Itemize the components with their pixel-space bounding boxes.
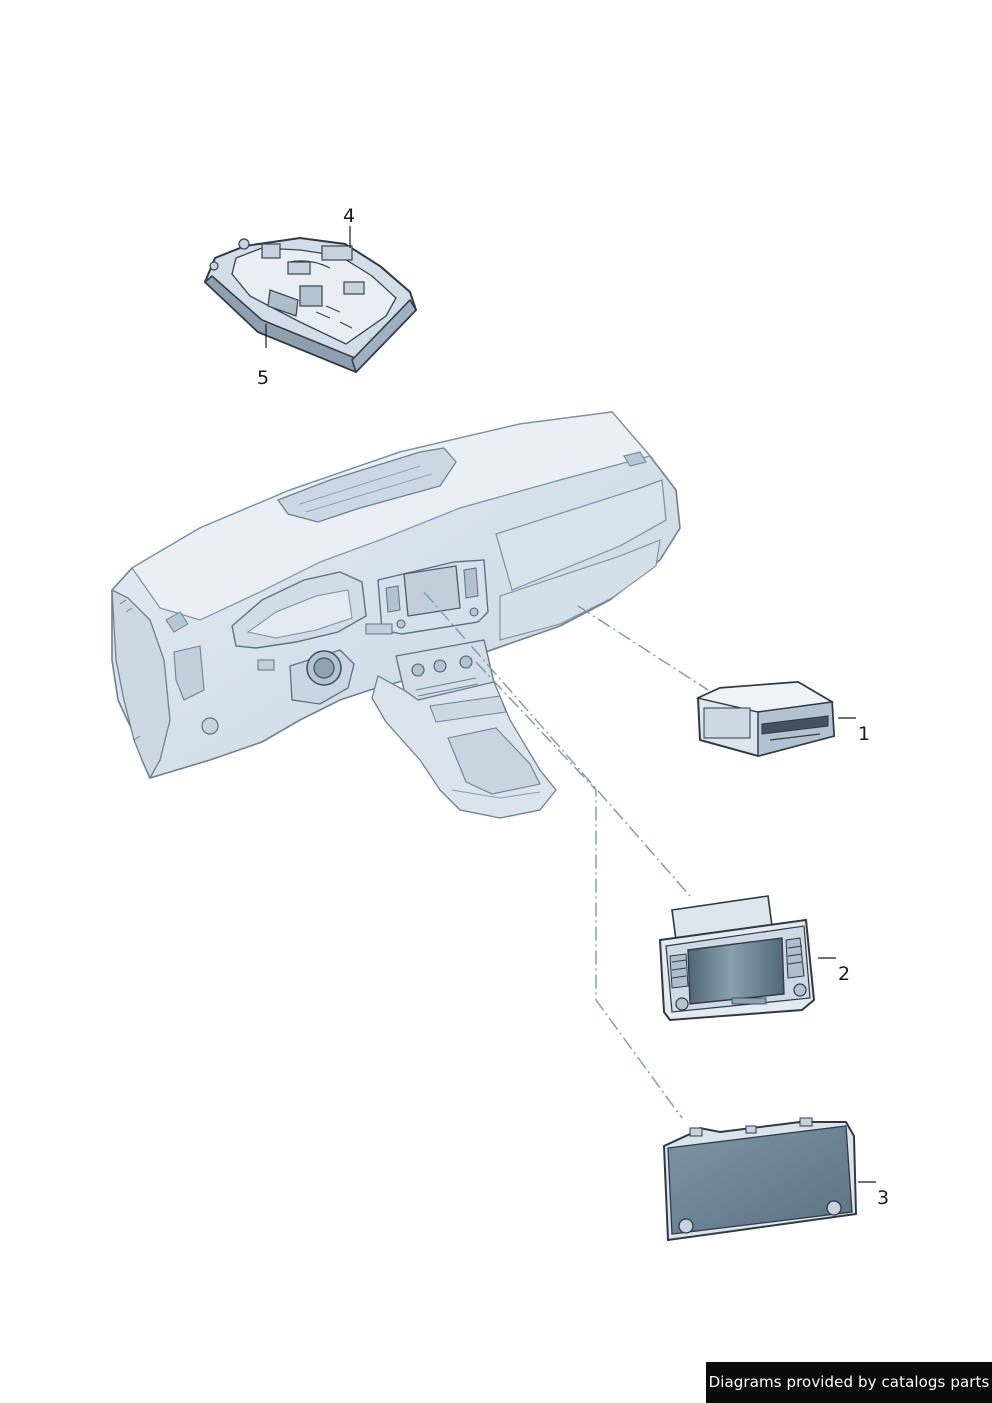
leader-line-part-3 <box>475 661 683 1119</box>
callout-2: 2 <box>838 963 850 985</box>
dashboard-assembly <box>111 411 681 819</box>
callout-1: 1 <box>858 723 870 745</box>
leader-lines <box>423 591 709 1119</box>
overhead-module-part <box>203 236 418 374</box>
display-panel-part-3 <box>662 1117 858 1242</box>
callout-ticks <box>265 226 876 1183</box>
leader-line-part-1 <box>577 605 709 691</box>
callout-3: 3 <box>877 1187 889 1209</box>
credit-banner: Diagrams provided by catalogs parts <box>706 1362 992 1403</box>
radio-unit-part-1 <box>695 680 836 758</box>
callout-4: 4 <box>343 205 355 227</box>
callout-5: 5 <box>257 367 269 389</box>
leader-line-part-2 <box>423 591 691 897</box>
head-unit-part-2 <box>658 895 816 1022</box>
